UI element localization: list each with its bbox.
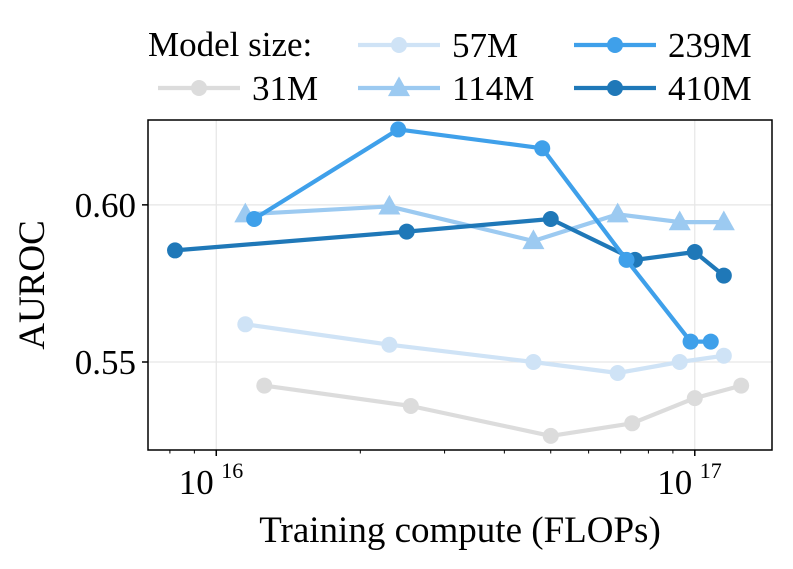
data-point-57M bbox=[715, 347, 732, 364]
data-point-239M bbox=[534, 140, 551, 157]
data-point-31M bbox=[686, 390, 703, 407]
data-point-239M bbox=[390, 121, 407, 138]
data-point-410M bbox=[686, 244, 703, 260]
data-point-410M bbox=[398, 223, 415, 240]
legend-entry-31M: 31M bbox=[158, 69, 318, 108]
legend-label-31M: 31M bbox=[252, 69, 318, 108]
series-line-239M bbox=[253, 127, 711, 344]
legend-label-114M: 114M bbox=[452, 69, 534, 108]
legend-marker-31M bbox=[191, 80, 207, 96]
legend-marker-57M bbox=[391, 37, 407, 53]
data-point-410M bbox=[542, 211, 559, 227]
series-line-114M bbox=[245, 204, 724, 244]
data-point-57M bbox=[525, 354, 542, 370]
series-line-410M bbox=[174, 216, 726, 278]
data-point-31M bbox=[256, 377, 273, 394]
x-axis-label: Training compute (FLOPs) bbox=[259, 510, 661, 551]
plot-frame bbox=[147, 119, 773, 451]
grid bbox=[148, 120, 772, 450]
y-tick-label: 0.60 bbox=[75, 186, 136, 225]
data-point-31M bbox=[542, 427, 559, 444]
legend-marker-114M bbox=[387, 76, 411, 97]
series-line-31M bbox=[264, 383, 742, 438]
series-31M bbox=[256, 377, 750, 444]
legend-entry-410M: 410M bbox=[574, 69, 752, 108]
y-tick-label: 0.55 bbox=[75, 343, 136, 382]
data-point-410M bbox=[715, 267, 732, 284]
data-point-57M bbox=[237, 316, 254, 333]
data-point-114M bbox=[522, 229, 545, 250]
x-tick-label: 10 bbox=[657, 463, 692, 502]
data-point-31M bbox=[624, 415, 641, 432]
data-point-31M bbox=[402, 398, 419, 414]
series-114M bbox=[234, 194, 735, 250]
data-point-31M bbox=[733, 377, 750, 394]
series-line-57M bbox=[245, 322, 725, 376]
legend-entry-57M: 57M bbox=[358, 26, 518, 65]
series-layer bbox=[167, 121, 750, 444]
data-point-239M bbox=[682, 333, 699, 350]
data-point-114M bbox=[378, 194, 401, 215]
x-tick-label-exponent: 16 bbox=[221, 458, 243, 483]
ticks: 0.55 0.60 10 16 10 17 bbox=[75, 186, 722, 502]
data-point-114M bbox=[606, 202, 629, 223]
legend-title: Model size: bbox=[148, 25, 312, 64]
series-57M bbox=[237, 316, 732, 381]
legend-marker-239M bbox=[607, 37, 623, 53]
series-410M bbox=[167, 211, 732, 284]
legend-label-57M: 57M bbox=[452, 26, 518, 65]
x-tick-label-exponent: 17 bbox=[700, 458, 722, 483]
legend-entry-114M: 114M bbox=[358, 69, 534, 108]
data-point-239M bbox=[246, 211, 263, 227]
data-point-239M bbox=[618, 251, 635, 268]
data-point-114M bbox=[712, 210, 735, 231]
data-point-57M bbox=[381, 336, 398, 353]
x-tick-label: 10 bbox=[179, 463, 214, 502]
data-point-114M bbox=[668, 210, 691, 231]
series-239M bbox=[246, 121, 719, 350]
legend-marker-410M bbox=[607, 80, 623, 96]
legend-label-239M: 239M bbox=[668, 26, 752, 65]
legend-label-410M: 410M bbox=[668, 69, 752, 108]
data-point-57M bbox=[671, 354, 688, 370]
legend: Model size: 57M 239M 31M 114M 410M bbox=[148, 25, 752, 108]
y-axis-label: AUROC bbox=[12, 220, 53, 350]
data-point-57M bbox=[609, 365, 626, 381]
data-point-239M bbox=[702, 333, 719, 350]
legend-entry-239M: 239M bbox=[574, 26, 752, 65]
data-point-410M bbox=[167, 242, 184, 259]
